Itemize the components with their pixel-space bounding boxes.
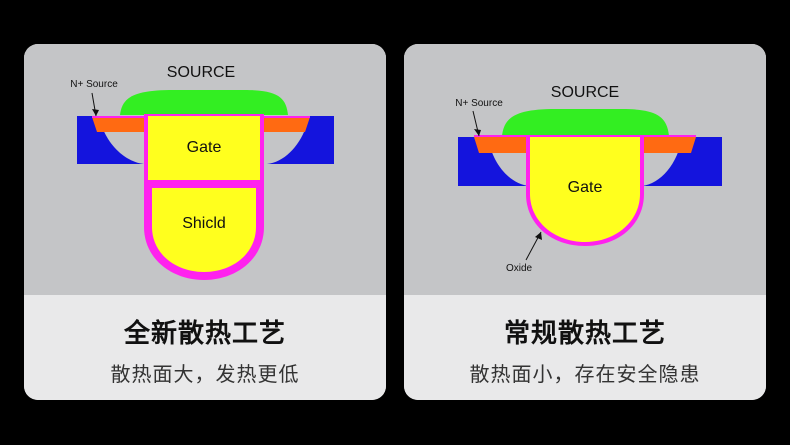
new-process-card: SOURCE N+ Source Gate Shicld 全新散热工艺 散热面大… xyxy=(24,44,386,400)
new-process-title: 全新散热工艺 xyxy=(123,319,286,349)
nplus-label: N+ Source xyxy=(70,79,118,90)
gate-electrode xyxy=(530,137,640,242)
n-plus-region-right xyxy=(262,117,310,132)
shield-electrode xyxy=(152,188,256,272)
source-contact xyxy=(120,90,288,115)
conventional-process-card: SOURCE N+ Source Gate Oxide 常规散热工艺 散热面小，… xyxy=(404,44,766,400)
source-label: SOURCE xyxy=(551,84,619,101)
new-process-diagram: SOURCE N+ Source Gate Shicld xyxy=(24,44,386,295)
source-label: SOURCE xyxy=(167,64,235,81)
new-process-caption: 全新散热工艺 散热面大，发热更低 xyxy=(24,295,386,400)
source-contact xyxy=(502,109,669,136)
n-plus-region-left xyxy=(474,137,532,153)
conventional-process-diagram: SOURCE N+ Source Gate Oxide xyxy=(404,44,766,295)
oxide-label: Oxide xyxy=(506,263,533,274)
conventional-process-caption: 常规散热工艺 散热面小，存在安全隐患 xyxy=(404,295,766,400)
conventional-process-title: 常规散热工艺 xyxy=(503,319,666,349)
gate-label: Gate xyxy=(187,139,222,156)
new-process-svg: SOURCE N+ Source Gate Shicld xyxy=(70,64,334,280)
nplus-label: N+ Source xyxy=(455,98,503,109)
gate-electrode xyxy=(148,116,260,180)
gate-label: Gate xyxy=(568,179,603,196)
n-plus-region-right xyxy=(638,137,696,153)
conventional-process-subtitle: 散热面小，存在安全隐患 xyxy=(469,362,701,386)
new-process-subtitle: 散热面大，发热更低 xyxy=(110,362,300,386)
conventional-process-svg: SOURCE N+ Source Gate Oxide xyxy=(455,84,722,274)
nplus-leader-arrow xyxy=(92,109,99,116)
shield-label: Shicld xyxy=(182,215,226,232)
nplus-leader-arrow xyxy=(474,129,481,136)
n-plus-region-left xyxy=(92,117,146,132)
oxide-leader-arrow xyxy=(535,232,542,240)
